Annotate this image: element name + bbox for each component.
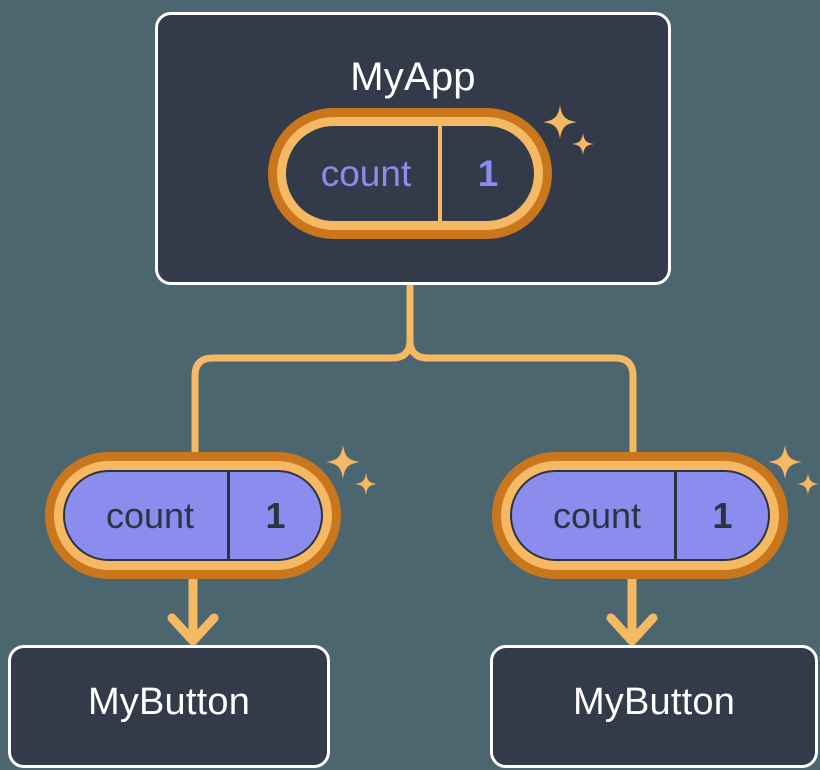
state-value: 1 bbox=[674, 472, 768, 559]
state-pill-body: count 1 bbox=[286, 126, 534, 221]
sparkle-star-small bbox=[797, 473, 819, 495]
state-pill-myapp[interactable]: count 1 bbox=[268, 108, 552, 239]
connector-right-branch bbox=[406, 281, 637, 456]
state-pill-body: count 1 bbox=[63, 470, 323, 561]
state-key: count bbox=[105, 494, 195, 536]
state-value: 1 bbox=[227, 472, 321, 559]
sparkle-star-large bbox=[326, 445, 360, 479]
arrow-down-icon-left bbox=[167, 613, 219, 646]
state-pill-child-right[interactable]: count 1 bbox=[492, 452, 788, 579]
component-card-mybutton-left[interactable]: MyButton bbox=[8, 645, 330, 768]
state-pill-child-left[interactable]: count 1 bbox=[45, 452, 341, 579]
connector-left-branch bbox=[191, 281, 414, 456]
arrow-down-icon-right bbox=[606, 613, 658, 646]
state-value: 1 bbox=[438, 126, 534, 221]
state-pill-body: count 1 bbox=[510, 470, 770, 561]
page-title: MyApp bbox=[350, 55, 476, 99]
state-key: count bbox=[320, 152, 412, 194]
component-card-mybutton-right[interactable]: MyButton bbox=[490, 645, 818, 768]
component-label: MyButton bbox=[87, 681, 251, 723]
state-key: count bbox=[552, 494, 642, 536]
component-label: MyButton bbox=[572, 681, 736, 723]
sparkle-star-small bbox=[355, 473, 377, 495]
